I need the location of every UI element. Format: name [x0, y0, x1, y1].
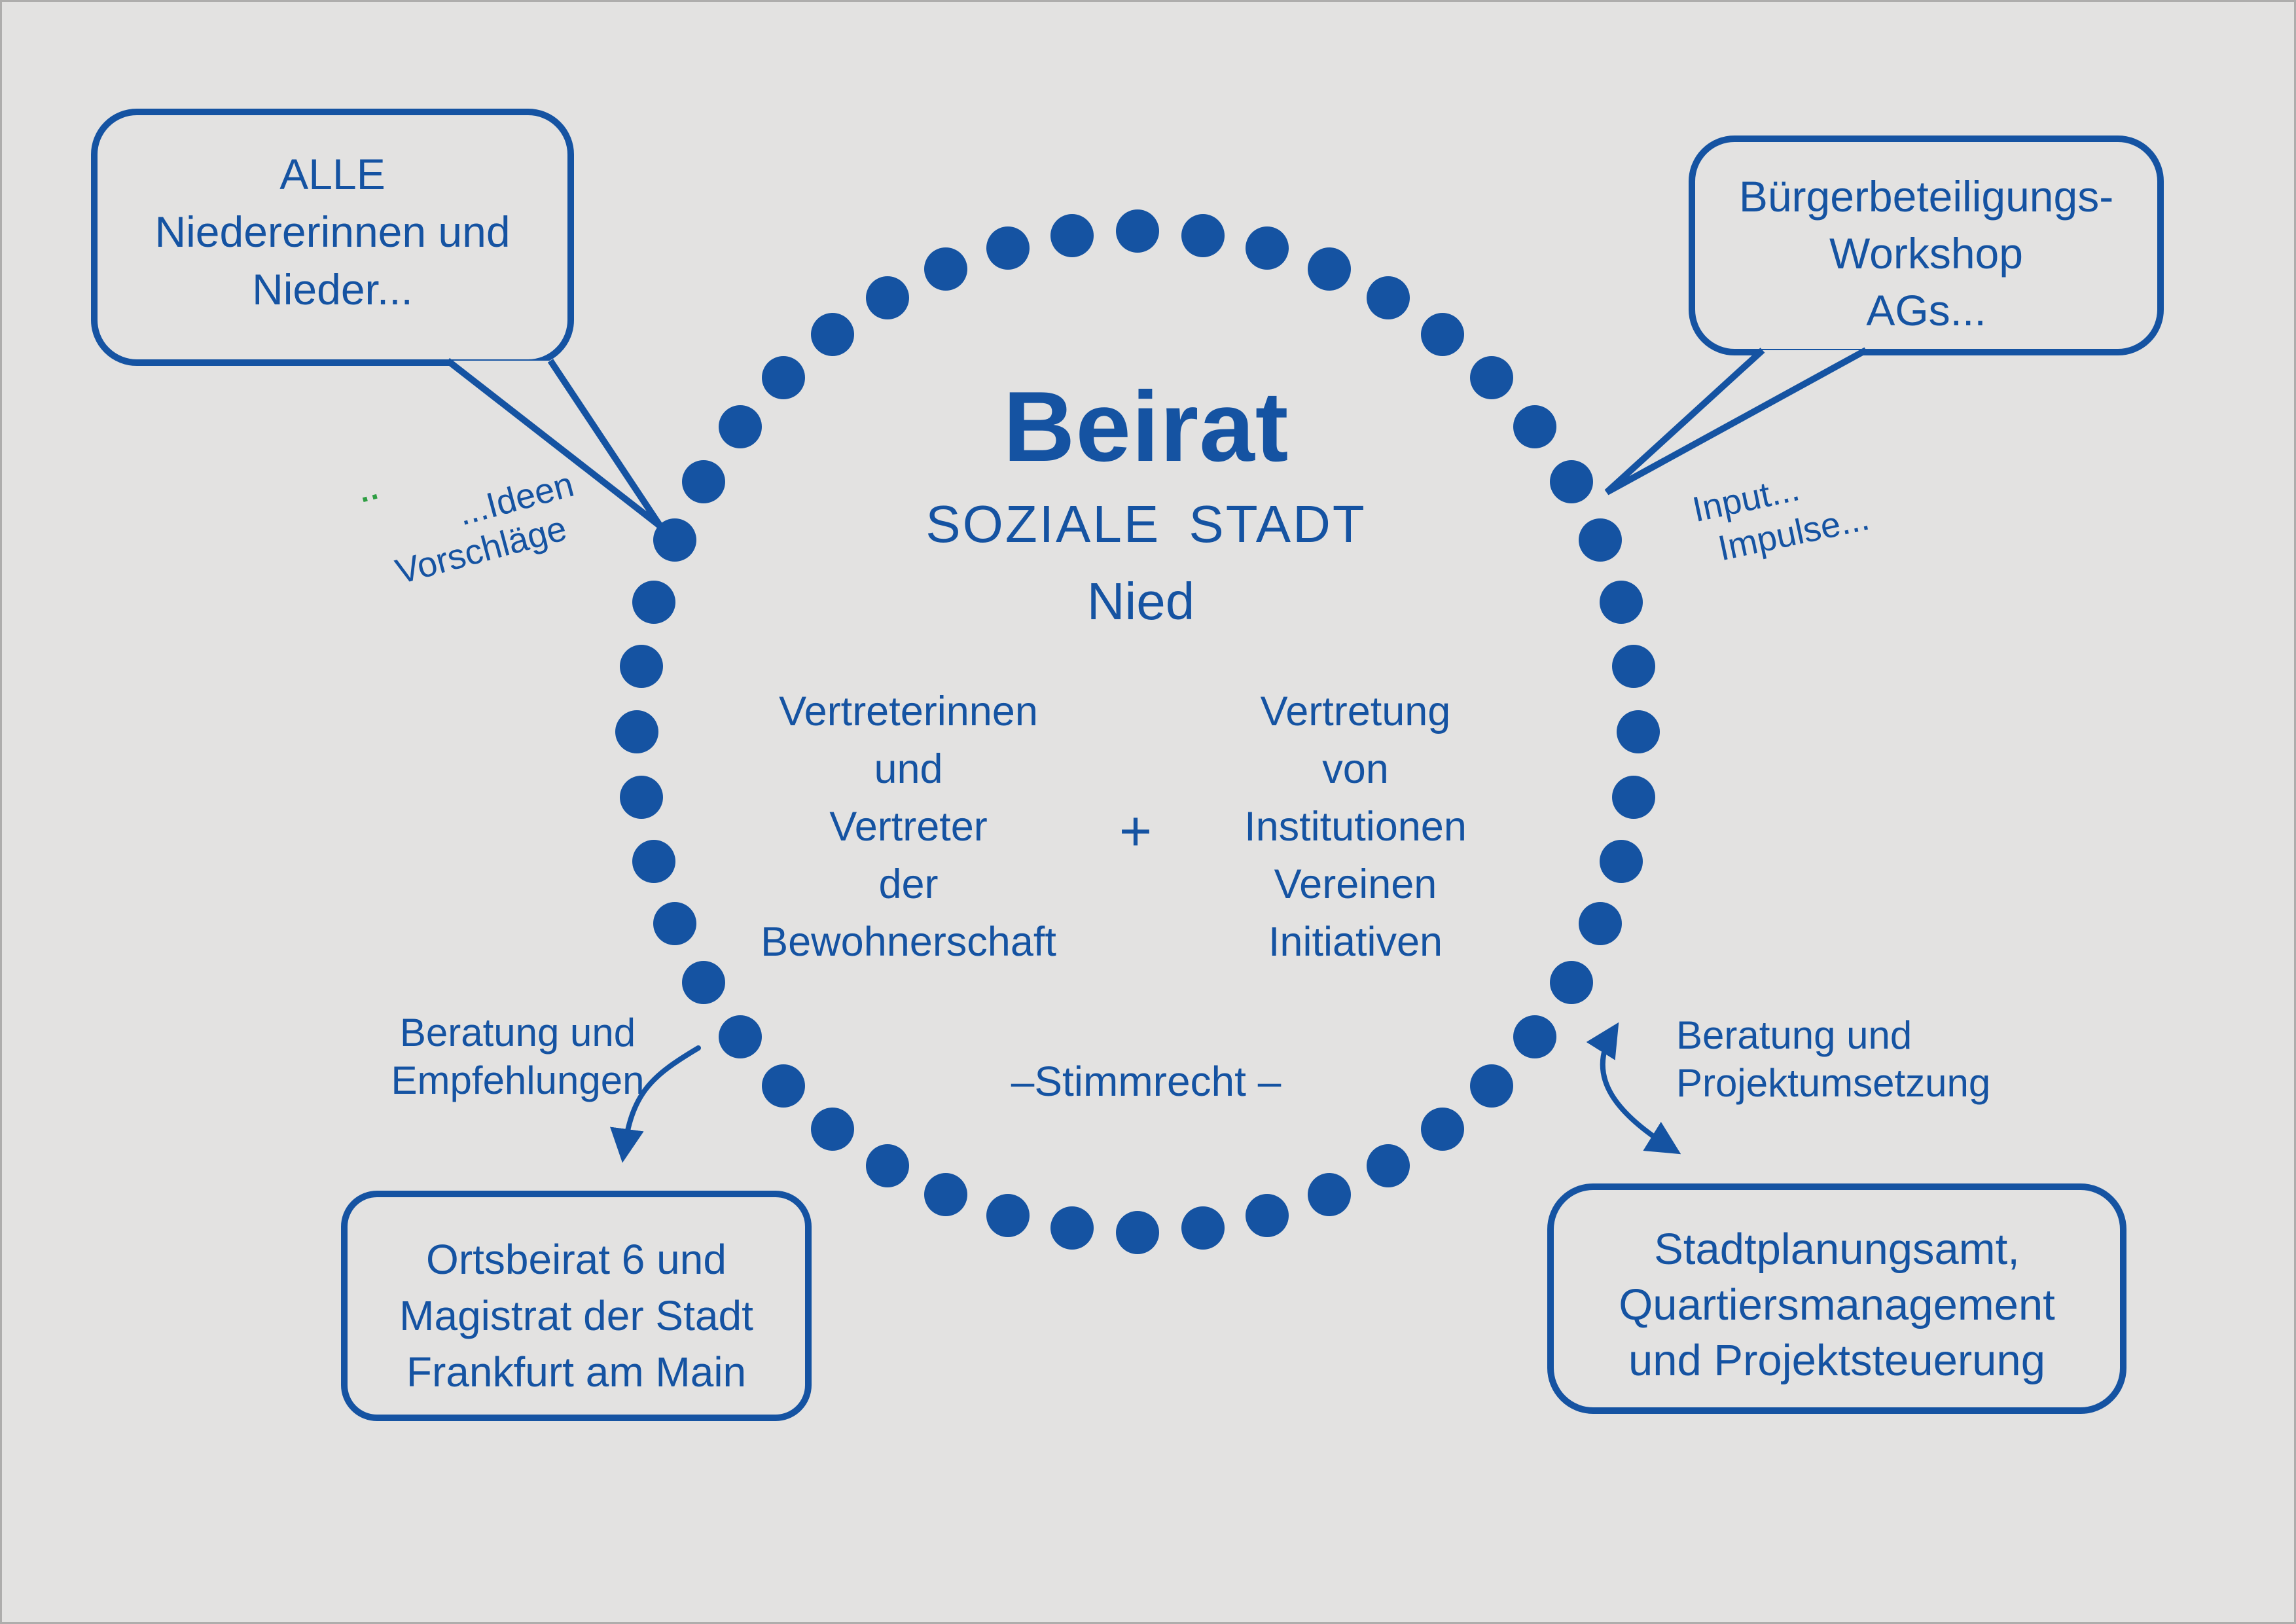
right-column-line: von [1322, 746, 1389, 792]
bubble-line: Workshop [1829, 229, 2023, 278]
plus-sign: + [1119, 800, 1153, 863]
right-column-line: Vertretung [1260, 689, 1451, 734]
left-column-line: Bewohnerschaft [761, 919, 1056, 965]
right-column-institutionen: Vertretung von Institutionen Vereinen In… [1244, 683, 1467, 971]
ring-dot [1420, 313, 1464, 357]
ring-dot [1513, 405, 1556, 449]
annotation-green-dots: ·· [356, 478, 385, 517]
ring-dot [1549, 960, 1593, 1004]
ring-dot [762, 1064, 806, 1108]
ring-dot [1366, 276, 1410, 320]
right-column-line: Vereinen [1274, 861, 1437, 907]
speech-bubble-buergerbeteiligung: Bürgerbeteiligungs- Workshop AGs... [1689, 135, 2164, 355]
ring-dot [1469, 356, 1513, 400]
ring-dot [1612, 645, 1656, 689]
ring-dot [653, 518, 697, 562]
annotation-input-impulse: Input... Impulse... [1689, 454, 1873, 573]
speech-bubble-alle-niederer: ALLE Niedererinnen und Nieder... [91, 109, 574, 366]
ring-dot [1181, 213, 1225, 257]
left-column-line: Vertreter [829, 804, 988, 850]
ring-dot [1513, 1015, 1556, 1058]
ring-dot [1307, 247, 1351, 291]
ring-dot [615, 710, 658, 753]
box-ortsbeirat-magistrat: Ortsbeirat 6 und Magistrat der Stadt Fra… [341, 1191, 812, 1421]
ring-dot [1050, 1206, 1094, 1250]
annotation-ideen-vorschlaege: ...Ideen Vorschläge [381, 464, 588, 592]
ring-dot [811, 313, 855, 357]
ring-dot [865, 1144, 909, 1187]
ring-dot [924, 1172, 968, 1216]
bubble-line: Bürgerbeteiligungs- [1738, 172, 2114, 221]
ring-dot [1549, 460, 1593, 503]
ring-dot [1245, 1193, 1289, 1237]
ring-dot [619, 645, 663, 689]
box-line: Magistrat der Stadt [399, 1292, 753, 1339]
ring-dot [1578, 518, 1622, 562]
ring-dot [986, 1193, 1030, 1237]
right-column-line: Initiativen [1268, 919, 1443, 965]
ring-dot [719, 405, 762, 449]
ring-dot [1599, 581, 1643, 624]
box-line: Frankfurt am Main [406, 1348, 747, 1396]
left-column-line: und [874, 746, 943, 792]
box-line: und Projektsteuerung [1628, 1336, 2045, 1385]
box-stadtplanungsamt: Stadtplanungsamt, Quartiersmanagement un… [1547, 1183, 2126, 1414]
ring-dot [1050, 213, 1094, 257]
ring-dot [1420, 1107, 1464, 1151]
left-column-line: Vertreterinnen [779, 689, 1038, 734]
voting-note: –Stimmrecht – [1011, 1058, 1282, 1105]
ring-dot [1612, 775, 1656, 819]
double-arrow-beratung-projektumsetzung [1586, 1022, 1681, 1155]
ring-dot [1181, 1206, 1225, 1250]
ring-dot [682, 960, 726, 1004]
box-line: Ortsbeirat 6 und [426, 1236, 726, 1283]
label-line: Projektumsetzung [1676, 1061, 1991, 1105]
ring-dot [762, 356, 806, 400]
right-column-line: Institutionen [1244, 804, 1467, 850]
ring-dot [632, 581, 676, 624]
ring-dot [811, 1107, 855, 1151]
label-beratung-empfehlungen: Beratung und Empfehlungen [391, 1009, 645, 1104]
ring-dot [1469, 1064, 1513, 1108]
label-line: Beratung und [1676, 1013, 1912, 1057]
diagram-subtitle-nied: Nied [1086, 572, 1195, 630]
diagram-subtitle-soziale-stadt: SOZIALE STADT [925, 495, 1367, 553]
label-line: Beratung und [399, 1011, 636, 1055]
ring-dot [924, 247, 968, 291]
ring-dot [986, 226, 1030, 270]
ring-dot [619, 775, 663, 819]
ring-dot [1578, 901, 1622, 945]
box-line: Quartiersmanagement [1619, 1280, 2055, 1329]
ring-dot [1245, 226, 1289, 270]
ring-dot [1116, 209, 1159, 253]
ring-dot [719, 1015, 762, 1058]
ring-dot [653, 901, 697, 945]
diagram-title: Beirat [1003, 371, 1289, 482]
ring-dot [682, 460, 726, 503]
label-line: Empfehlungen [391, 1058, 645, 1102]
bubble-line: Niedererinnen und [154, 208, 511, 256]
bubble-line: ALLE [279, 150, 386, 198]
ring-dot [1307, 1172, 1351, 1216]
bubble-line: AGs... [1866, 286, 1986, 334]
left-column-bewohnerschaft: Vertreterinnen und Vertreter der Bewohne… [761, 683, 1056, 971]
left-column-line: der [878, 861, 939, 907]
label-beratung-projektumsetzung: Beratung und Projektumsetzung [1676, 1011, 1990, 1107]
ring-dot [1599, 839, 1643, 883]
ring-dot [632, 839, 676, 883]
ring-dot [1116, 1211, 1159, 1254]
ring-dot [1366, 1144, 1410, 1187]
ring-dot [865, 276, 909, 320]
box-line: Stadtplanungsamt, [1654, 1225, 2020, 1274]
bubble-line: Nieder... [252, 265, 413, 314]
ring-dot [1617, 710, 1660, 753]
